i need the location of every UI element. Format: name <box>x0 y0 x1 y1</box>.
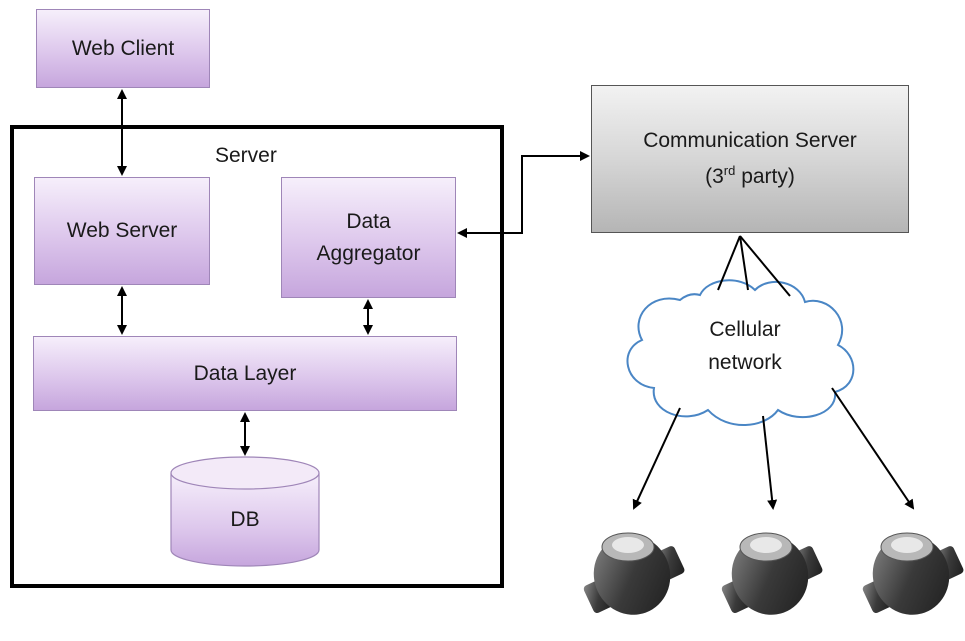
arrow-cloud-meter-3 <box>831 387 915 510</box>
data-layer-box: Data Layer <box>33 336 457 411</box>
server-label: Server <box>215 144 277 167</box>
link-comm-cloud-3 <box>739 235 791 297</box>
communication-server-box: Communication Server (3rd party) <box>591 85 909 233</box>
water-meter-icon <box>721 532 823 615</box>
water-meter-icon <box>862 532 964 615</box>
comm-server-line1: Communication Server <box>643 129 857 153</box>
db-cylinder <box>170 456 320 567</box>
cellular-network-cloud <box>626 279 855 426</box>
cellular-network-label: Cellular network <box>708 318 782 374</box>
arrow-cloud-meter-1 <box>632 407 681 510</box>
water-meter-icon <box>583 532 685 615</box>
data-aggregator-label: Data Aggregator <box>316 210 421 265</box>
link-comm-cloud-1 <box>717 235 741 291</box>
connectors <box>117 89 915 510</box>
data-aggregator-box: Data Aggregator <box>281 177 456 298</box>
arrow-cloud-meter-2 <box>762 415 778 510</box>
server-boundary <box>10 125 504 588</box>
web-server-label: Web Server <box>66 219 178 243</box>
web-client-label: Web Client <box>71 36 175 60</box>
arrow-aggregator-commserver <box>457 151 590 238</box>
web-server-box: Web Server <box>34 177 210 285</box>
link-comm-cloud-2 <box>739 235 749 291</box>
comm-server-line2: (3rd party) <box>705 163 795 188</box>
data-layer-label: Data Layer <box>193 361 297 385</box>
db-label: DB <box>230 508 260 531</box>
web-client-box: Web Client <box>36 9 210 88</box>
